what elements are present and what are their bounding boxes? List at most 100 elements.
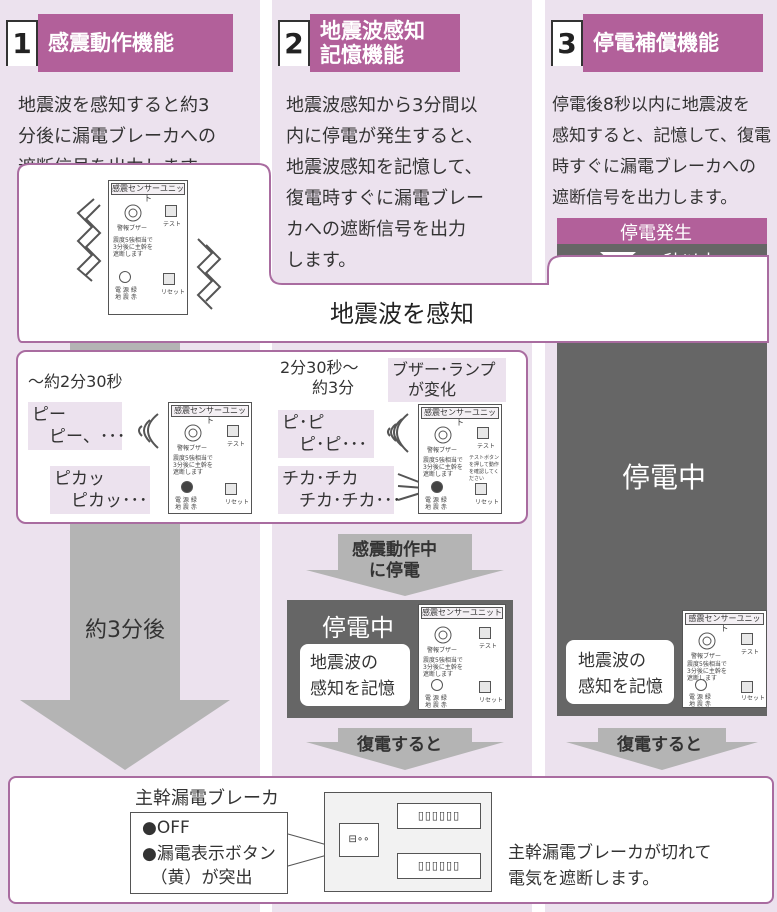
column-3-description: 停電後8秒以内に地震波を 感知すると、記憶して、復電 時すぐに漏電ブレーカへの … [552, 95, 771, 208]
device-lamp-label: 電 源 緑 地 震 赤 [425, 497, 447, 511]
sensor-unit-device-5: 感震センサーユニット 警報ブザー テスト 震度5強相当で 3分後に主幹を 遮断し… [682, 610, 767, 708]
col1-time-label: ～約2分30秒 [28, 372, 123, 391]
breaker-result: 主幹漏電ブレーカが切れて 電気を遮断します。 [508, 843, 712, 889]
breaker-indicator: ●漏電表示ボタン （黄）が突出 [142, 844, 276, 888]
branch-breakers-bottom: ▯▯▯▯▯▯ [397, 853, 481, 879]
header-3-title: 停電補償機能 [583, 14, 763, 72]
device-test-label: テスト [227, 441, 246, 448]
device-note: 震度5強相当で 3分後に主幹を 遮断します [423, 457, 463, 478]
test-button [479, 627, 491, 639]
reset-button [479, 681, 491, 693]
breaker-panel: ⊟∘∘ ▯▯▯▯▯▯ ▯▯▯▯▯▯ [324, 792, 492, 892]
device-reset-label: リセット [225, 499, 250, 506]
column-2-description: 地震波感知から3分間以 内に停電が発生すると、 地震波感知を記憶して、 復電時す… [286, 95, 484, 271]
branch-breakers-top: ▯▯▯▯▯▯ [397, 803, 481, 829]
device-title: 感震センサーユニット [421, 407, 499, 427]
reset-button [225, 483, 237, 495]
col2-memory: 地震波の 感知を記憶 [310, 653, 395, 699]
lamp-icon [119, 271, 131, 283]
col3-restore-label: 復電すると [617, 735, 702, 755]
lamp-icon [431, 679, 443, 691]
after-3min-label: 約3分後 [85, 618, 165, 643]
col2-outage-label: 停電中 [322, 614, 394, 642]
device-reset-label: リセット [161, 289, 186, 296]
header-1: 1 感震動作機能 [0, 0, 260, 72]
breaker-title: 主幹漏電ブレーカ [135, 788, 279, 809]
device-test-label: テスト [163, 221, 182, 228]
device-note: 震度5強相当で 3分後に主幹を 遮断します [687, 661, 727, 682]
col1-flash: ピカッ ピカッ･･･ [54, 469, 148, 511]
col3-memory: 地震波の 感知を記憶 [578, 651, 663, 697]
device-title: 感震センサーユニット [171, 405, 249, 425]
device-title: 感震センサーユニット [111, 183, 185, 203]
device-lamp-label: 電 源 緑 地 震 赤 [175, 497, 197, 511]
reset-button [475, 483, 487, 495]
sensor-unit-device: 感震センサーユニット 警報ブザー テスト 震度5強相当で 3分後に主幹を 遮断し… [108, 180, 188, 315]
shake-icon-right [196, 238, 222, 310]
detect-box-outline [17, 163, 769, 343]
lamp-icon [181, 481, 193, 493]
device-buzzer-label: 警報ブザー [427, 647, 458, 654]
device-title: 感震センサーユニット [685, 613, 764, 633]
device-test-label: テスト [741, 649, 760, 656]
buzzer-icon [434, 626, 452, 644]
sensor-unit-device-3: 感震センサーユニット 警報ブザー テスト テストボタン を押して動作 を確認して… [418, 404, 502, 514]
reset-button [741, 681, 753, 693]
device-test-label: テスト [477, 443, 496, 450]
device-reset-label: リセット [475, 499, 500, 506]
col2-flash-bg [278, 466, 394, 514]
device-lamp-label: 電 源 緑 地 震 赤 [425, 695, 447, 709]
col2-change-bg [388, 358, 506, 402]
outage-occurs-header [557, 218, 767, 244]
header-1-number: 1 [6, 20, 38, 66]
col2-beep: ピ･ピ ピ･ピ･･･ [282, 413, 367, 455]
col3-restore-arrow [566, 728, 758, 770]
device-buzzer-label: 警報ブザー [427, 447, 458, 454]
header-2-number: 2 [278, 20, 310, 66]
col1-beep-bg [28, 402, 122, 450]
reset-button [163, 273, 175, 285]
test-button [227, 425, 239, 437]
col2-time-label: 2分30秒～ 約3分 [280, 358, 359, 397]
breaker-status-box [130, 812, 288, 894]
col1-flash-bg [50, 466, 150, 514]
header-1-title: 感震動作機能 [38, 14, 233, 72]
test-button [741, 633, 753, 645]
device-buzzer-label: 警報ブザー [177, 445, 208, 452]
breaker-off: ●OFF [142, 818, 190, 838]
device-buzzer-label: 警報ブザー [691, 653, 722, 660]
header-2: 2 地震波感知 記憶機能 [272, 0, 532, 72]
buzzer-icon [434, 426, 452, 444]
buzzer-icon [184, 424, 202, 442]
device-title: 感震センサーユニット [421, 607, 503, 619]
test-button [165, 205, 177, 217]
device-reset-label: リセット [741, 695, 766, 702]
device-note: 震度5強相当で 3分後に主幹を 遮断します [173, 455, 213, 476]
buzzer-icon [124, 204, 142, 222]
header-3: 3 停電補償機能 [545, 0, 777, 72]
col2-down-arrow [306, 534, 504, 596]
col2-down-arrow-label: 感震動作中 に停電 [352, 540, 437, 581]
buzzer-icon [698, 632, 716, 650]
header-2-title: 地震波感知 記憶機能 [310, 14, 460, 72]
col2-restore-arrow [306, 728, 504, 770]
device-test-note: テストボタン を押して動作 を確認してく ださい [469, 455, 500, 482]
col2-flash: チカ･チカ チカ･チカ･･･ [282, 469, 401, 511]
sensor-unit-device-4: 感震センサーユニット 警報ブザー テスト 震度5強相当で 3分後に主幹を 遮断し… [418, 604, 506, 710]
col3-memory-bg [566, 640, 674, 704]
col2-restore-label: 復電すると [357, 735, 442, 755]
col1-beep: ピー ピー、･･･ [32, 405, 126, 447]
col2-memory-bg [300, 644, 410, 706]
device-note: 震度5強相当で 3分後に主幹を 遮断します [113, 237, 153, 258]
header-3-number: 3 [551, 20, 583, 66]
device-lamp-label: 電 源 緑 地 震 赤 [689, 694, 711, 708]
lamp-icon [431, 481, 443, 493]
main-breaker: ⊟∘∘ [339, 823, 379, 857]
test-button [477, 427, 489, 439]
shake-icon-left [76, 198, 102, 282]
device-note: 震度5強相当で 3分後に主幹を 遮断します [423, 657, 463, 678]
col3-outage-label: 停電中 [622, 461, 707, 494]
detect-banner: 地震波を感知 [330, 300, 474, 328]
col2-beep-bg [278, 410, 374, 458]
device-test-label: テスト [479, 643, 498, 650]
